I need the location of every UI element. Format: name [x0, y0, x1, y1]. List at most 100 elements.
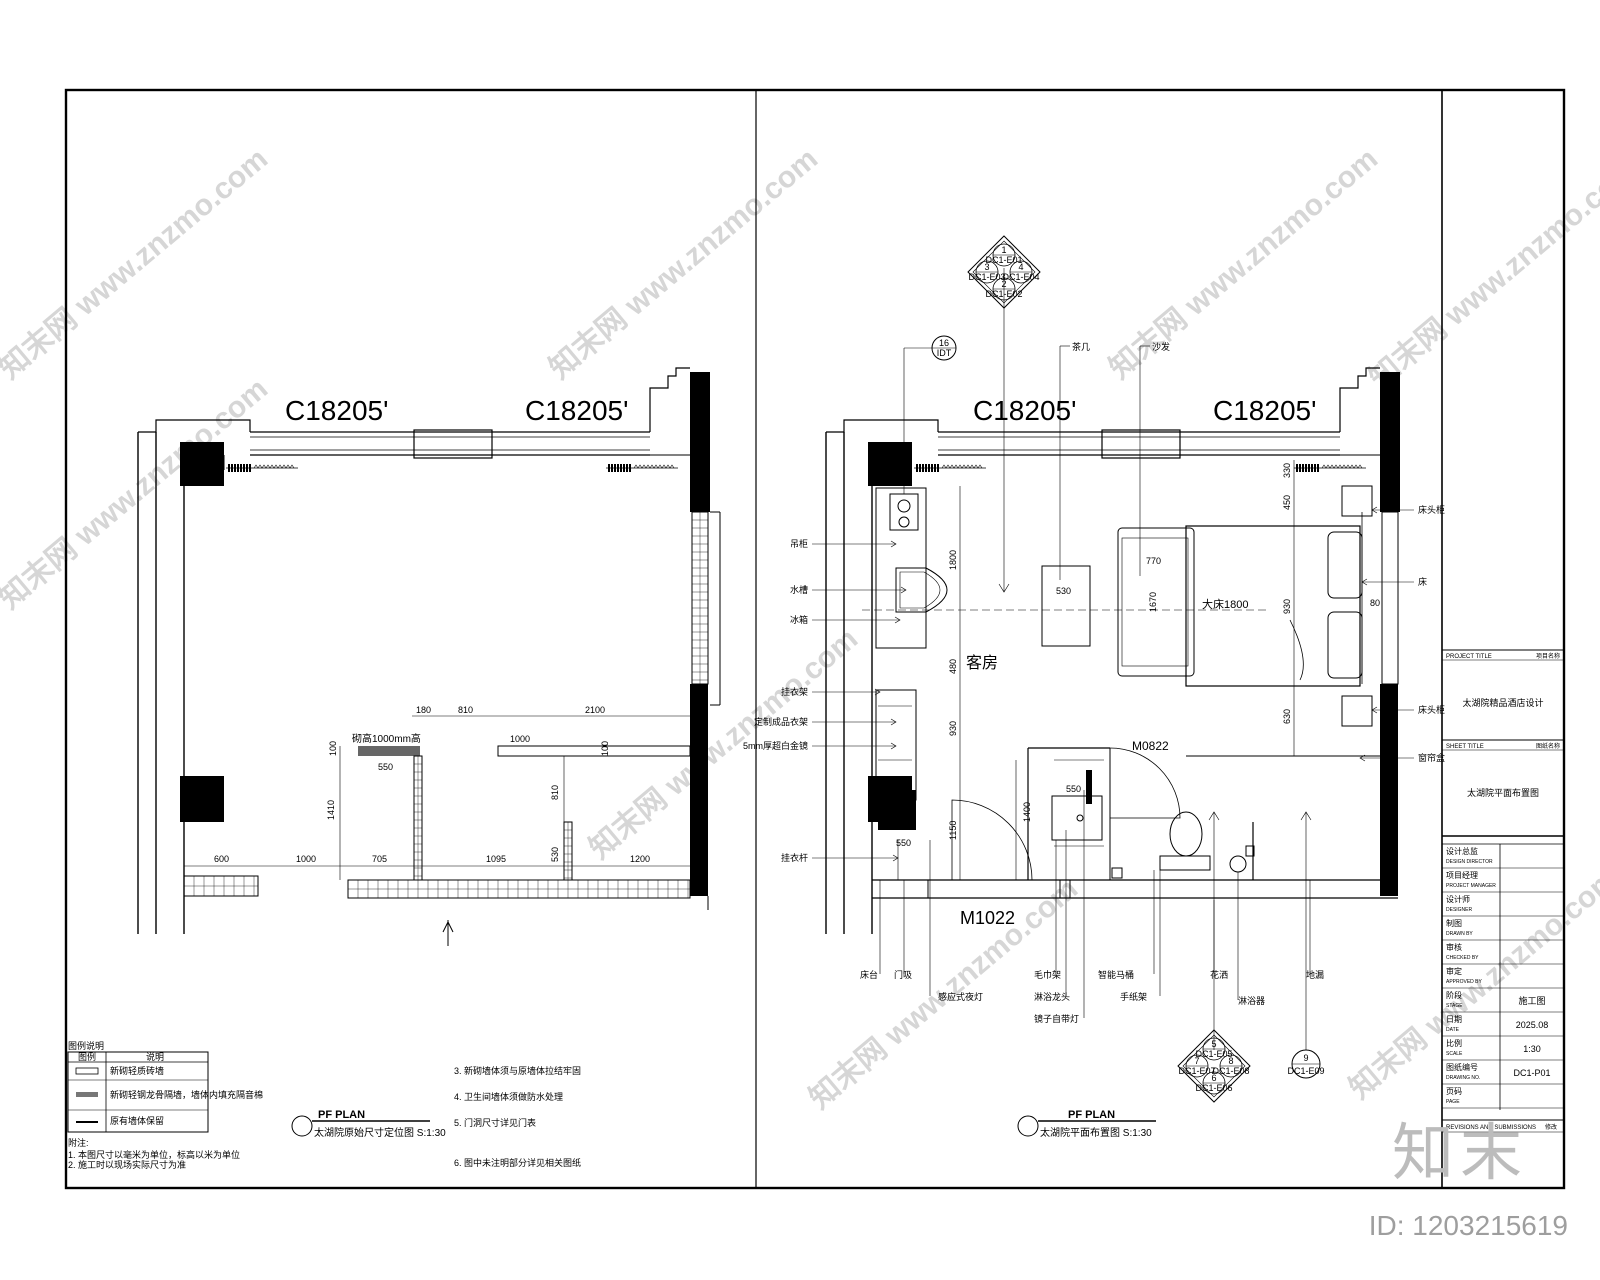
dim: 530 [1056, 586, 1071, 596]
toilet-icon [1159, 811, 1211, 871]
ref-code: IDT [937, 348, 952, 358]
index-code: DC1-E08 [1212, 1066, 1249, 1076]
title-block-row-value: 施工图 [1518, 995, 1545, 1006]
curtain-track [1294, 464, 1366, 472]
left-dimension-lines [184, 715, 690, 880]
shower-tray [1051, 795, 1103, 841]
exterior-wall-right [1380, 372, 1400, 512]
callout-label: 定制成品衣架 [754, 716, 808, 727]
callout-label: 淋浴器 [1238, 995, 1265, 1006]
right-title-en: PF PLAN [1068, 1109, 1115, 1121]
callout-label: 地漏 [1306, 969, 1324, 980]
legend-col-symbol: 图例 [78, 1051, 96, 1062]
note-line: 5. 门洞尺寸详见门表 [454, 1117, 536, 1128]
callout-tea-table: 茶几 [1072, 341, 1090, 352]
left-title-cn: 太湖院原始尺寸定位图 S:1:30 [314, 1126, 446, 1139]
wall-height-note: 砌高1000mm高 [352, 732, 421, 745]
new-wall-low [358, 746, 420, 756]
note-line: 4. 卫生间墙体须做防水处理 [454, 1091, 563, 1102]
dim: 810 [458, 705, 473, 715]
project-title-label: PROJECT TITLE [1446, 654, 1492, 660]
dim: 1410 [326, 800, 336, 820]
dim: 930 [1282, 599, 1292, 614]
title-block-row-cn: 设计总监 [1446, 846, 1478, 856]
title-block-row-en: SCALE [1446, 1051, 1463, 1057]
callout-label: 床 [1418, 576, 1427, 587]
dim: 550 [378, 762, 393, 772]
dim: 100 [600, 741, 610, 756]
bedside-table-icon [1341, 695, 1373, 727]
room-name: 客房 [966, 654, 998, 672]
callout-label: 毛巾架 [1034, 969, 1061, 980]
callout-label: 床台 [860, 969, 878, 980]
detail-ref-16: 16 IDT [903, 335, 957, 494]
window-label-2: C18205' [1213, 395, 1316, 426]
curtain-track [226, 464, 298, 472]
bottom-callouts: 床台门吸感应式夜灯毛巾架智能马桶淋浴龙头手纸架淋浴器花洒地漏镜子自带灯 [860, 790, 1324, 1024]
brand-id-label: ID: 1203215619 [1368, 1210, 1568, 1241]
structural-column [180, 776, 224, 822]
notes-header: 附注: [68, 1137, 89, 1148]
index-number: 1 [1001, 245, 1006, 255]
bed-label: 大床1800 [1202, 597, 1248, 611]
bed [1185, 525, 1363, 687]
title-block-row-en: PROJECT MANAGER [1446, 883, 1496, 889]
dim: 1095 [486, 854, 506, 864]
title-block-row-en: DATE [1446, 1027, 1460, 1033]
title-block-row-cn: 审核 [1446, 942, 1462, 952]
callout-label: 挂衣架 [781, 686, 808, 697]
revisions-cn: 修改 [1545, 1123, 1557, 1131]
legend-table: 图例说明 图例 说明 新砌轻质砖墙 新砌轻钢龙骨隔墙，墙体内填充隔音棉 原有墙体… [67, 1040, 263, 1133]
title-block-row-en: DRAWN BY [1446, 931, 1473, 937]
project-title-cn: 项目名称 [1536, 652, 1560, 660]
index-code: DC1-E03 [968, 272, 1005, 282]
index-code: DC1-E04 [1002, 272, 1039, 282]
callout-label: 挂衣杆 [781, 852, 808, 863]
dim: 930 [948, 721, 958, 736]
left-title-en: PF PLAN [318, 1109, 365, 1121]
title-block-row-cn: 设计师 [1446, 894, 1470, 904]
dim: 705 [372, 854, 387, 864]
bedside-table-icon [1341, 485, 1373, 517]
window-label-1: C18205' [285, 395, 388, 426]
window-label-1: C18205' [973, 395, 1076, 426]
title-block-row-en: DESIGNER [1446, 907, 1473, 913]
callout-label: 淋浴龙头 [1034, 991, 1070, 1002]
index-code: DC1-E07 [1178, 1066, 1215, 1076]
index-number: 3 [984, 262, 989, 272]
index-code: DC1-E01 [985, 255, 1022, 265]
washbasin-icon [1229, 855, 1247, 873]
north-arrow-icon [442, 920, 454, 946]
curtain-track [606, 464, 678, 472]
title-block-row-value: 2025.08 [1516, 1020, 1549, 1030]
dim: 180 [416, 705, 431, 715]
sink-icon [895, 567, 948, 613]
callout-label: 床头柜 [1418, 704, 1445, 715]
watermark-text: 知末网 www.znzmo.com [0, 372, 274, 615]
dim: 1670 [1148, 592, 1158, 612]
callout-label: 5mm厚超白金镜 [743, 740, 808, 751]
title-block-row-cn: 日期 [1446, 1015, 1462, 1024]
sheet-frame [64, 88, 1566, 1190]
title-block-row-en: DRAWING NO. [1446, 1075, 1480, 1081]
curtain-track [914, 464, 986, 472]
title-block-row-en: DESIGN DIRECTOR [1446, 859, 1493, 865]
sheet-title-label: SHEET TITLE [1446, 744, 1484, 750]
index-number: 7 [1194, 1056, 1199, 1066]
watermark-text: 知末网 www.znzmo.com [583, 622, 864, 865]
legend-row: 新砌轻钢龙骨隔墙，墙体内填充隔音棉 [110, 1089, 263, 1100]
callout-label: 手纸架 [1120, 991, 1147, 1002]
callout-label: 门吸 [894, 969, 912, 980]
window-label-2: C18205' [525, 395, 628, 426]
right-plan-title: PF PLAN 太湖院平面布置图 S:1:30 [1017, 1109, 1156, 1139]
callout-label: 窗帘盒 [1418, 752, 1445, 763]
title-block: PROJECT TITLE 项目名称 太湖院精品酒店设计 SHEET TITLE… [1442, 649, 1564, 1133]
door-swing-M0822 [1109, 747, 1181, 819]
dim: 330 [1282, 463, 1292, 478]
dim: 630 [1282, 709, 1292, 724]
legend-row: 原有墙体保留 [110, 1115, 164, 1126]
index-number: 4 [1018, 262, 1023, 272]
